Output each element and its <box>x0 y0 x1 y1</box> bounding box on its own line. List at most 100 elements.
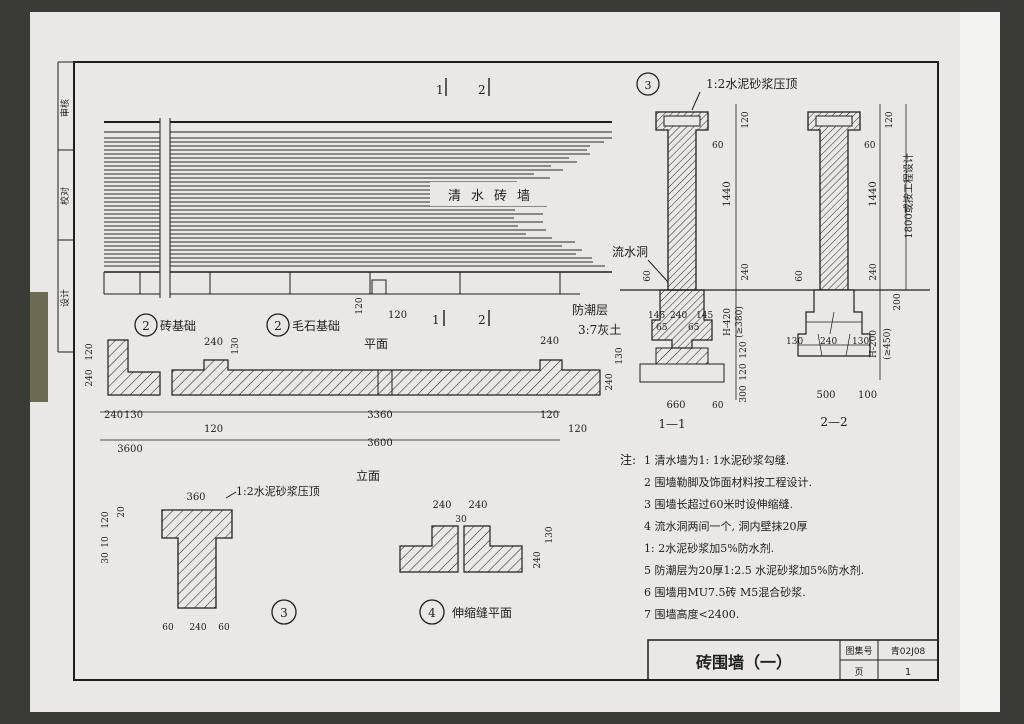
s2-dim-ge450: (≥450) <box>882 328 893 360</box>
detail4-dim-130: 130 <box>545 526 555 543</box>
detail3-bubble <box>271 599 297 625</box>
plan-dim-bottom-3600a: 3600 <box>367 438 392 449</box>
section1-detail-bubble <box>636 72 660 96</box>
detail3-dim-60a: 60 <box>162 623 174 633</box>
plan-dim-bottom-120c: 120 <box>568 424 587 435</box>
notes-label: 注: <box>620 452 636 467</box>
note-1: 1 清水墙为1: 1水泥砂浆勾缝. <box>644 453 789 467</box>
note-6: 6 围墙用MU7.5砖 M5混合砂浆. <box>644 585 806 599</box>
elevation-wall-label: 清水砖墙 <box>448 189 540 204</box>
s1-caption: 1—1 <box>658 417 685 431</box>
plan-dim-right-b: 130 <box>615 347 625 364</box>
section-1-1: 3 1:2水泥砂浆压顶 120 60 1440 240 60 145 240 1… <box>572 72 930 431</box>
detail3-bubble-num: 3 <box>280 606 288 620</box>
plan-dim-bottom-3600b: 3600 <box>117 444 142 455</box>
plan-dim-right-pier: 240 <box>540 336 559 347</box>
note-7: 7 围墙高度<2400. <box>644 607 739 621</box>
detail-bubble-stone <box>266 313 290 337</box>
s1-dim-120c: 120 <box>739 363 749 380</box>
section-mark-1-bottom: 1 <box>432 313 440 327</box>
s1-dim-65b: 65 <box>688 323 700 333</box>
section1-top-note: 1:2水泥砂浆压顶 <box>706 76 797 91</box>
note-4-cont: 1: 2水泥砂浆加5%防水剂. <box>644 541 774 555</box>
s2-dim-200: 200 <box>893 293 903 310</box>
detail3-dim-30: 30 <box>101 552 111 564</box>
s2-dim-240b: 240 <box>820 337 837 347</box>
detail4-label: 伸缩缝平面 <box>452 605 512 620</box>
atlas-label: 图集号 <box>845 645 872 657</box>
title-block: 砖围墙（一） 图集号 青02J08 页 1 <box>647 639 939 681</box>
detail3-dim-10: 10 <box>101 536 111 548</box>
detail-stone-label: 毛石基础 <box>292 319 340 333</box>
s1-dim-660: 660 <box>666 400 685 411</box>
detail-3-coping: 1:2水泥砂浆压顶 360 120 20 10 30 60 240 60 3 <box>101 484 320 633</box>
s1-dim-65a: 65 <box>656 323 668 333</box>
s2-dim-120: 120 <box>885 111 895 128</box>
plan-dim-bottom-240: 240 <box>104 410 123 421</box>
side-strip: 审核 校对 设计 <box>57 61 74 353</box>
s1-dim-145a: 145 <box>648 311 665 321</box>
section-mark-2-bottom: 2 <box>478 313 486 327</box>
detail4-dim-30: 30 <box>455 515 467 525</box>
binding-clip <box>30 292 48 402</box>
detail4-bubble-num: 4 <box>428 606 436 620</box>
plan-dim-bottom-3360: 3360 <box>367 410 392 421</box>
note-4: 4 流水洞两间一个, 洞内壁抹20厚 <box>644 519 808 533</box>
detail3-dim-60b: 60 <box>218 623 230 633</box>
plan-dim-right-a: 240 <box>605 373 615 390</box>
atlas-number: 青02J08 <box>891 645 926 657</box>
s2-dim-130a: 130 <box>786 337 803 347</box>
page-number: 1 <box>905 667 911 678</box>
s2-dim-240: 240 <box>869 263 879 280</box>
general-notes: 注: 1 清水墙为1: 1水泥砂浆勾缝. 2 围墙勒脚及饰面材料按工程设计. 3… <box>620 452 864 621</box>
plan-dim-pier-width: 240 <box>204 337 223 348</box>
plan-dim-bottom-120a: 120 <box>204 424 223 435</box>
s1-dim-h420: H-420 <box>723 308 733 336</box>
detail4-dim-240b: 240 <box>468 500 487 511</box>
plan-view: 240 130 240 240 120 240 130 240 130 120 … <box>85 336 625 483</box>
note-3: 3 围墙长超过60米时设伸缩缝. <box>644 497 793 511</box>
section-mark-2-top: 2 <box>478 83 486 97</box>
opening-width-dim: 120 <box>388 310 407 321</box>
s1-dim-300: 300 <box>739 385 749 402</box>
elevation-caption: 平面 <box>364 337 388 351</box>
s1-dim-120: 120 <box>741 111 751 128</box>
drawing-frame <box>73 61 939 681</box>
s1-dim-60b: 60 <box>643 270 653 282</box>
s2-dim-1440: 1440 <box>868 181 879 206</box>
detail-brick-label: 砖基础 <box>160 318 196 333</box>
detail3-top-note: 1:2水泥砂浆压顶 <box>236 484 320 498</box>
s2-side-note: 1800或按工程设计 <box>902 153 915 238</box>
s1-dim-120b: 120 <box>739 341 749 358</box>
side-strip-audit: 审核 <box>59 99 71 117</box>
note-5: 5 防潮层为20厚1:2.5 水泥砂浆加5%防水剂. <box>644 563 864 577</box>
plan-caption: 立面 <box>356 468 380 483</box>
plan-dim-bottom-130: 130 <box>124 410 143 421</box>
detail-4-expansion-joint: 240 240 30 130 240 4 伸缩缝平面 <box>399 500 555 625</box>
s1-dim-60: 60 <box>712 141 724 151</box>
s1-dim-60c: 60 <box>712 401 724 411</box>
opening-height-dim: 120 <box>355 297 365 314</box>
s2-dim-130b: 130 <box>852 337 869 347</box>
s1-dim-ge380: (≥380) <box>734 306 745 338</box>
detail-bubble-brick <box>134 313 158 337</box>
plan-dim-pier-proj: 130 <box>231 337 241 354</box>
plan-dim-bottom-120b: 120 <box>540 410 559 421</box>
s1-dim-1440: 1440 <box>722 181 733 206</box>
s1-dim-145b: 145 <box>696 311 713 321</box>
s2-caption: 2—2 <box>820 415 847 429</box>
plan-dim-left-b: 120 <box>85 343 95 360</box>
note-2: 2 围墙勒脚及饰面材料按工程设计. <box>644 475 812 489</box>
s1-note-lime: 3:7灰土 <box>578 323 621 337</box>
detail-bubble-brick-num: 2 <box>142 319 150 333</box>
detail3-dim-120: 120 <box>101 511 111 528</box>
detail3-dim-20: 20 <box>117 506 127 518</box>
detail3-dim-360: 360 <box>186 492 205 503</box>
section-mark-1-top: 1 <box>436 83 444 97</box>
section1-detail-num: 3 <box>645 79 652 92</box>
side-strip-check: 校对 <box>59 187 71 205</box>
brick-courses <box>104 137 612 267</box>
detail3-dim-240: 240 <box>189 623 206 633</box>
page-label: 页 <box>854 667 863 678</box>
section-2-2: 120 60 1440 240 60 200 130 240 130 H-200… <box>786 104 915 429</box>
